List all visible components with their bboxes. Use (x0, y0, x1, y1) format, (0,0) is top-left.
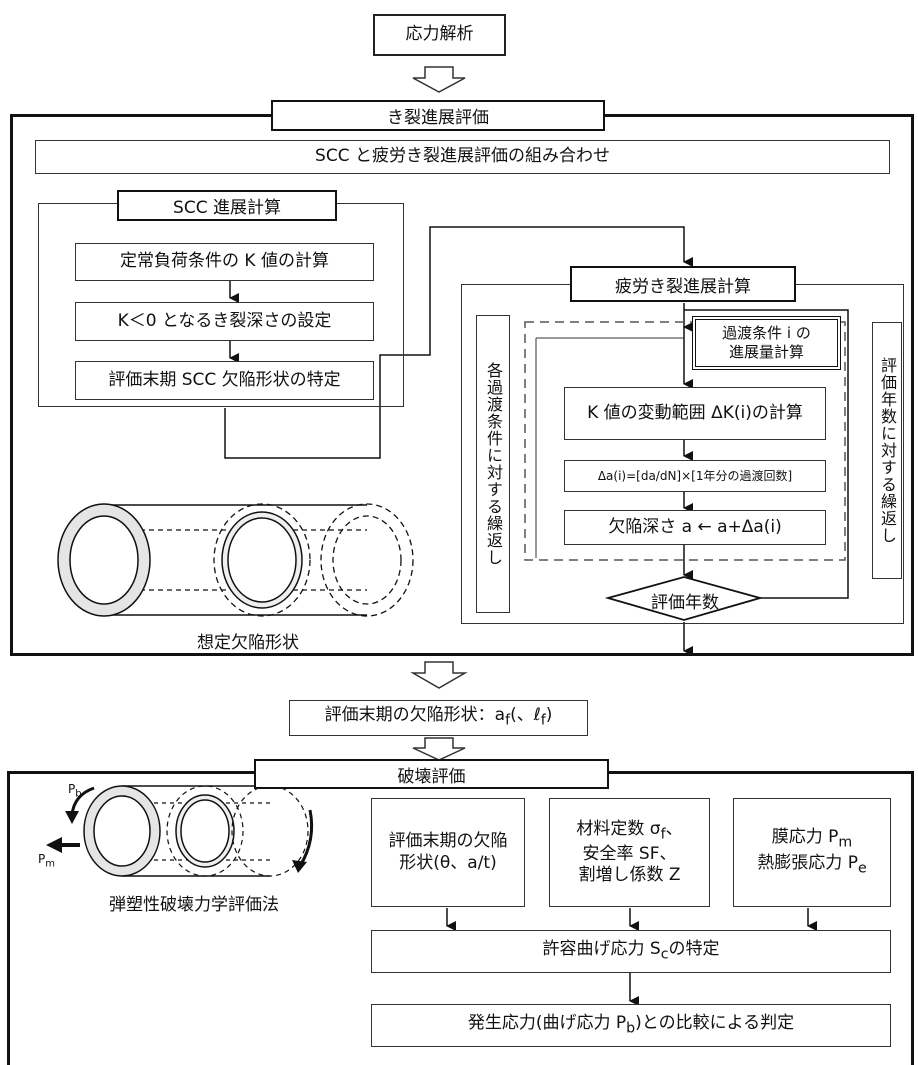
delta-a-box: Δa(i)=[da/dN]×[1年分の過渡回数] (564, 460, 826, 492)
final-defect-line1: 評価末期の欠陥 (388, 831, 508, 852)
fracture-eval-title: 破壊評価 (254, 759, 609, 789)
pb-label: Pb (68, 782, 82, 800)
hollow-arrow-3 (412, 737, 466, 761)
fatigue-title-label: 疲労き裂進展計算 (615, 276, 751, 297)
pm-label: Pm (38, 852, 55, 870)
assumed-defect-label: 想定欠陥形状 (197, 633, 299, 653)
crack-growth-eval-title-label: き裂進展評価 (387, 108, 489, 128)
stress-analysis-box: 応力解析 (373, 14, 506, 56)
allowable-stress-box: 許容曲げ応力 Scの特定 (371, 930, 891, 973)
transient-loop-label: 各過渡条件に対する繰返し (476, 315, 510, 613)
delta-k-box: K 値の変動範囲 ΔK(i)の計算 (564, 387, 826, 440)
material-constants-box: 材料定数 σf、 安全率 SF、 割増し係数 Z (549, 798, 710, 907)
fracture-pipe (46, 785, 314, 877)
scc-title: SCC 進展計算 (117, 190, 337, 221)
years-decision-label: 評価年数 (651, 593, 719, 613)
fracture-eval-title-label: 破壊評価 (397, 766, 466, 787)
defect-depth-box: 欠陥深さ a ← a+Δa(i) (564, 510, 826, 545)
crack-growth-eval-title: き裂進展評価 (271, 100, 605, 131)
scc-step2-box: K＜0 となるき裂深さの設定 (75, 302, 374, 341)
material-line2: 安全率 SF、 (582, 843, 677, 864)
years-decision-diamond (604, 576, 764, 621)
assumed-defect-pipe (57, 503, 414, 617)
delta-k-label: K 値の変動範囲 ΔK(i)の計算 (587, 402, 803, 423)
hollow-arrow-1 (412, 66, 466, 93)
material-line3: 割増し係数 Z (578, 865, 681, 886)
scc-to-fatigue-line (224, 226, 693, 459)
fatigue-title: 疲労き裂進展計算 (570, 266, 796, 302)
final-defect-shape-box: 評価末期の欠陥 形状(θ、a/t) (371, 798, 525, 907)
transient-calc-line2: 進展量計算 (728, 343, 804, 361)
combination-box: SCC と疲労き裂進展評価の組み合わせ (35, 140, 890, 174)
epfm-method-label: 弾塑性破壊力学評価法 (109, 895, 279, 915)
judgement-box: 発生応力(曲げ応力 Pb)との比較による判定 (371, 1004, 891, 1047)
year-loop-label: 評価年数に対する繰返し (872, 322, 902, 579)
hollow-arrow-2 (410, 661, 468, 689)
scc-step3-box: 評価末期 SCC 欠陥形状の特定 (75, 361, 374, 400)
stress-analysis-label: 応力解析 (405, 24, 474, 45)
year-loop-line (684, 309, 849, 599)
final-defect-line2: 形状(θ、a/t) (399, 852, 497, 873)
scc-step2-label: K＜0 となるき裂深さの設定 (117, 310, 332, 331)
defect-depth-label: 欠陥深さ a ← a+Δa(i) (608, 516, 782, 537)
scc-step1-label: 定常負荷条件の K 値の計算 (120, 251, 329, 272)
scc-title-label: SCC 進展計算 (173, 198, 281, 218)
delta-a-label: Δa(i)=[da/dN]×[1年分の過渡回数] (597, 468, 793, 483)
final-shape-box: 評価末期の欠陥形状：af(、ℓf) (289, 700, 588, 736)
scc-step1-box: 定常負荷条件の K 値の計算 (75, 243, 374, 281)
scc-step3-label: 評価末期 SCC 欠陥形状の特定 (108, 369, 341, 390)
final-shape-label: 評価末期の欠陥形状：a (324, 705, 506, 726)
combination-label: SCC と疲労き裂進展評価の組み合わせ (315, 146, 610, 167)
transient-loop-dashed (524, 321, 846, 561)
transient-calc-line1: 過渡条件 i の (722, 324, 811, 343)
transient-calc-box: 過渡条件 i の 進展量計算 (692, 316, 841, 370)
membrane-stress-box: 膜応力 Pm 熱膨張応力 Pe (733, 798, 891, 907)
